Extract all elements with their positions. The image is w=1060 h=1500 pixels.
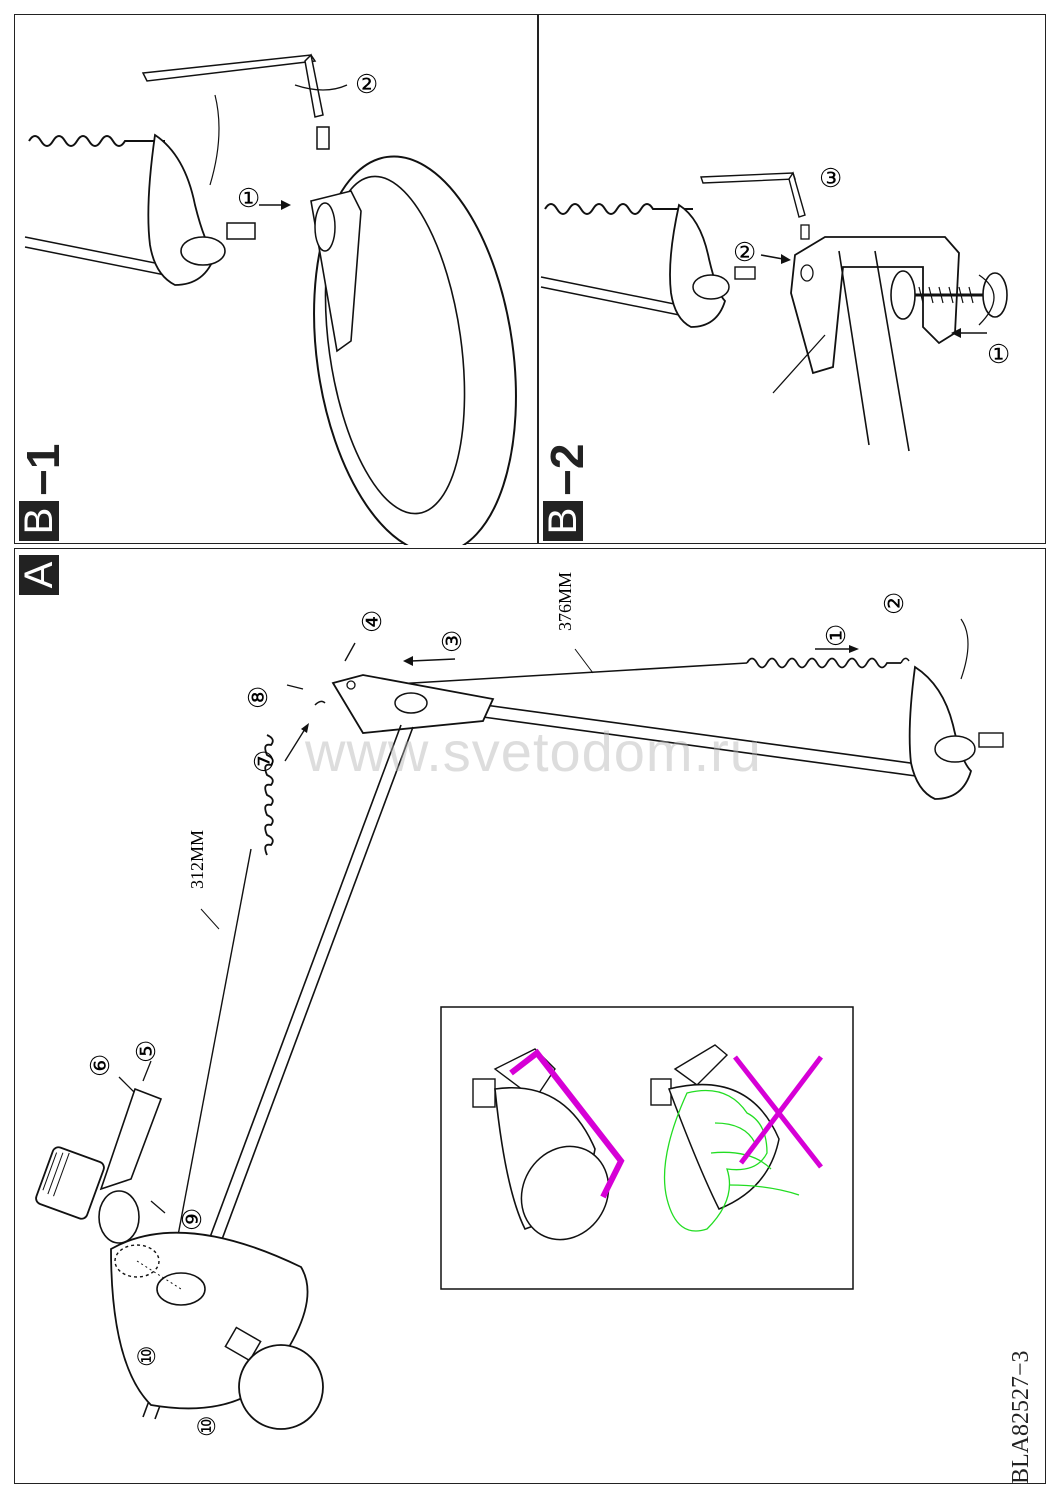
- warning-wrong-figure: [650, 1044, 823, 1232]
- document-code: BLA82527−3: [1008, 1350, 1034, 1484]
- b1-tag-letter: B: [17, 501, 61, 541]
- watermark-text: www.svetodom.ru: [305, 720, 762, 783]
- b1-spring: [28, 135, 165, 147]
- a-illustration: [19, 555, 1004, 1430]
- panel-a: A www.svetodom.ru 376MM 312MM ① ② ③ ④ ⑤ …: [14, 548, 1046, 1484]
- panel-b1: B −1 ① ②: [14, 14, 538, 545]
- b1-tag-suffix: −1: [17, 443, 69, 496]
- a-tag-letter: A: [17, 555, 61, 595]
- b2-tag-letter: B: [541, 501, 585, 541]
- panel-b2: B −2 ① ② ③: [538, 14, 1046, 544]
- b2-illustration: [540, 171, 1008, 541]
- b2-tag-suffix: −2: [541, 443, 593, 496]
- warning-correct-figure: [472, 1048, 625, 1241]
- b1-illustration: [19, 53, 517, 545]
